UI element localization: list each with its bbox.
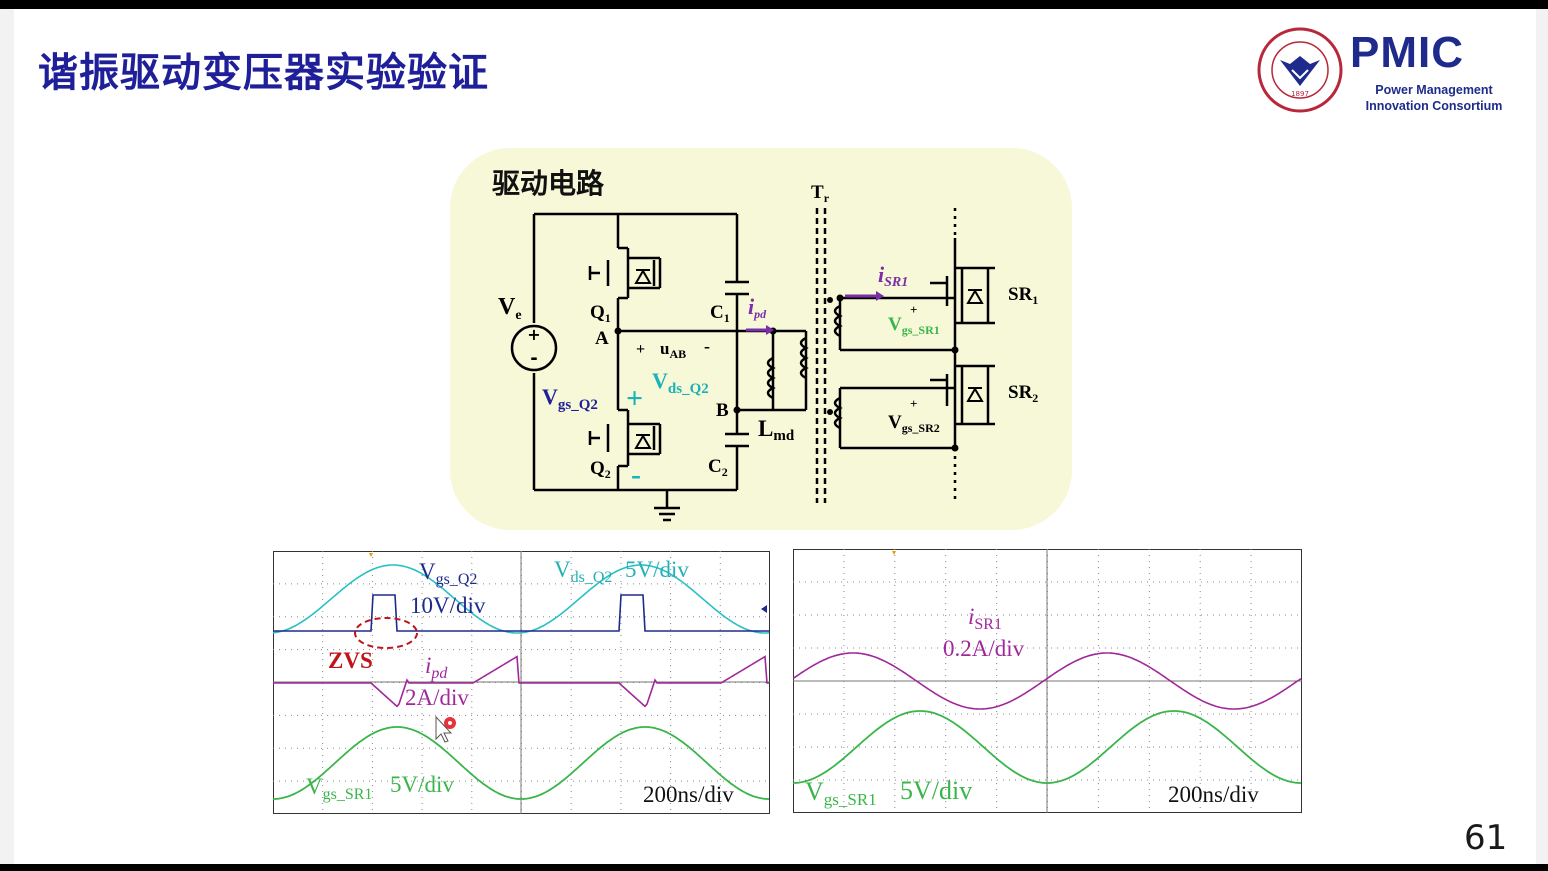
label-q2: Q2 <box>590 458 611 481</box>
left-margin <box>0 9 14 864</box>
scope1-vgs-scale: 10V/div <box>410 593 486 618</box>
label-b: B <box>716 400 729 421</box>
slide-title: 谐振驱动变压器实验验证 <box>38 50 489 96</box>
page-number: 61 <box>1464 818 1508 858</box>
source-minus: - <box>530 348 537 369</box>
label-vds-minus: - <box>631 458 641 491</box>
scope1-zvs: ZVS <box>328 648 373 673</box>
scope1-vsr-label: Vgs_SR1 <box>306 774 372 803</box>
drive-circuit-diagram: 驱动电路 <box>450 148 1072 530</box>
circuit-heading: 驱动电路 <box>492 167 605 200</box>
source-plus: + <box>527 325 540 344</box>
diagram-panel <box>450 148 1072 530</box>
scope2-vsr-label: Vgs_SR1 <box>805 777 877 809</box>
label-ve: Ve <box>498 294 522 323</box>
scope2-vsr-scale: 5V/div <box>900 776 972 805</box>
scope1-vsr-scale: 5V/div <box>390 772 454 797</box>
label-q1: Q1 <box>590 302 611 325</box>
label-a: A <box>595 328 609 349</box>
label-vgs-sr2-plus: + <box>910 396 917 411</box>
label-ipd: ipd <box>748 294 767 321</box>
scope1-time-scale: 200ns/div <box>643 782 734 807</box>
scope1-vds-label: Vds_Q2 <box>554 557 612 586</box>
top-bar <box>0 0 1548 9</box>
scope1-vgs-label: Vgs_Q2 <box>419 559 477 588</box>
label-isr1: iSR1 <box>878 262 908 290</box>
label-vds-q2: Vds_Q2 <box>652 368 709 397</box>
seal-year: 1897 <box>1291 90 1309 98</box>
label-tr: Tr <box>811 182 830 205</box>
pmic-subtitle-line2: Innovation Consortium <box>1365 99 1503 113</box>
label-vds-plus: + <box>626 382 643 415</box>
oscilloscope-waveform-2: iSR1 0.2A/div Vgs_SR1 5V/div 200ns/div <box>793 549 1302 813</box>
label-uab-plus: + <box>636 341 645 358</box>
pmic-subtitle: Power Management Innovation Consortium <box>1360 82 1508 114</box>
label-uab: uAB <box>660 339 686 361</box>
pmic-logo: PMIC <box>1350 28 1464 77</box>
label-vgs-sr2: Vgs_SR2 <box>888 412 940 435</box>
oscilloscope-waveform-1: Vgs_Q2 10V/div Vds_Q2 5V/div ZVS ipd 2A/… <box>273 551 770 814</box>
label-vgs-sr1: Vgs_SR1 <box>888 314 940 337</box>
label-sr2: SR2 <box>1008 382 1038 405</box>
label-c2: C2 <box>708 456 728 479</box>
right-margin <box>1536 9 1548 864</box>
pmic-subtitle-line1: Power Management <box>1375 83 1493 97</box>
label-vgs-q2: Vgs_Q2 <box>542 384 598 413</box>
label-sr1: SR1 <box>1008 284 1038 307</box>
scope1-ipd-label: ipd <box>425 653 448 682</box>
zhejiang-university-seal: 1897 <box>1257 27 1343 113</box>
scope1-ipd-scale: 2A/div <box>405 685 469 710</box>
label-lmd: Lmd <box>758 416 795 444</box>
bottom-bar <box>0 864 1548 871</box>
label-uab-minus: - <box>704 336 710 356</box>
scope2-time-scale: 200ns/div <box>1168 782 1259 807</box>
label-c1: C1 <box>710 302 730 325</box>
scope2-isr-scale: 0.2A/div <box>943 636 1025 661</box>
scope1-vds-scale: 5V/div <box>625 557 689 582</box>
scope2-isr-label: iSR1 <box>968 604 1002 633</box>
label-vgs-sr1-plus: + <box>910 302 917 317</box>
